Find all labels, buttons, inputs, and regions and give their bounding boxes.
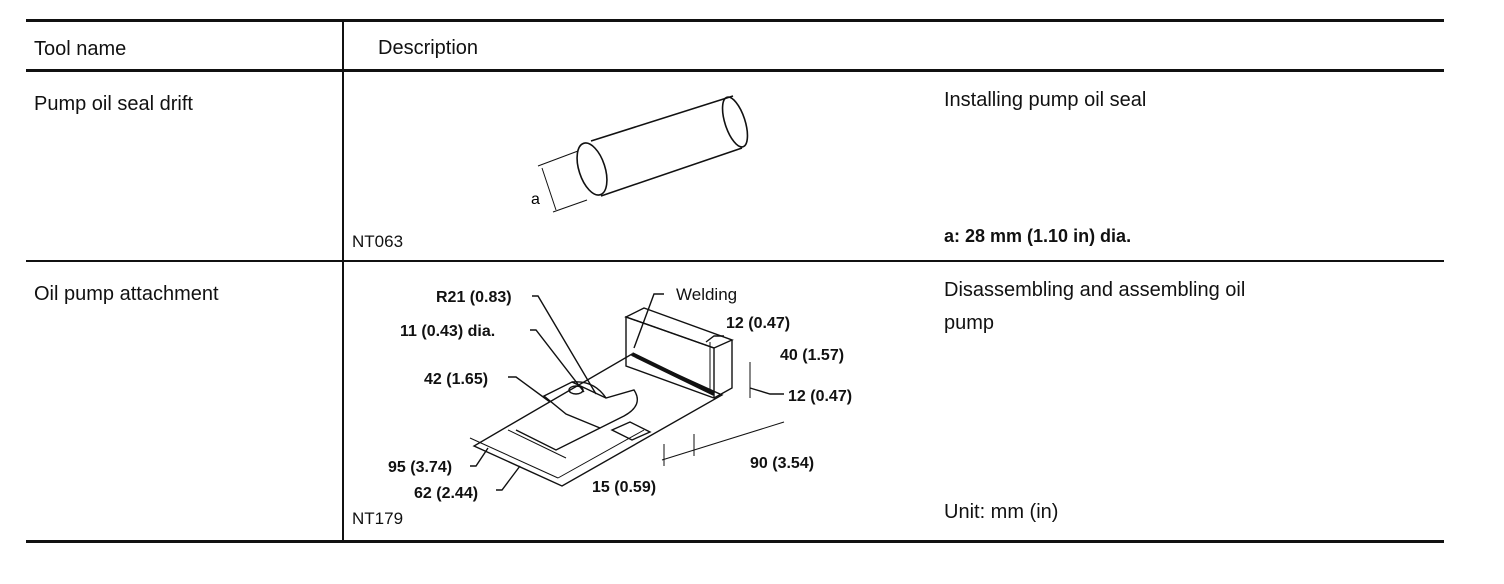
row2-use-line2: pump xyxy=(944,312,995,334)
row-divider xyxy=(26,260,1444,262)
row2-figure-code: NT179 xyxy=(352,509,404,528)
table-bottom-rule xyxy=(26,540,1444,543)
column-divider xyxy=(342,22,344,541)
label-welding: Welding xyxy=(676,285,737,304)
row1-tool-name: Pump oil seal drift xyxy=(34,93,193,115)
table-top-rule xyxy=(26,19,1444,22)
header-description: Description xyxy=(378,37,479,59)
row2-unit: Unit: mm (in) xyxy=(944,501,1059,523)
label-40: 40 (1.57) xyxy=(780,347,844,364)
label-hole-dia: 11 (0.43) dia. xyxy=(400,323,495,340)
label-12-top: 12 (0.47) xyxy=(726,315,790,332)
header-bottom-rule xyxy=(26,69,1444,72)
row1-use: Installing pump oil seal xyxy=(944,89,1147,111)
label-62: 62 (2.44) xyxy=(414,485,478,502)
row1-figure-code: NT063 xyxy=(352,232,404,251)
label-15: 15 (0.59) xyxy=(592,479,656,496)
label-90: 90 (3.54) xyxy=(750,455,814,472)
label-42: 42 (1.65) xyxy=(424,371,488,388)
row2-tool-name: Oil pump attachment xyxy=(34,283,219,305)
oil-pump-attachment-figure: R21 (0.83) 11 (0.43) dia. 42 (1.65) 95 (… xyxy=(388,285,852,502)
label-r21: R21 (0.83) xyxy=(436,289,512,306)
dimension-a-label: a xyxy=(531,191,540,208)
label-95: 95 (3.74) xyxy=(388,459,452,476)
header-tool-name: Tool name xyxy=(34,38,127,60)
row2-use-line1: Disassembling and assembling oil xyxy=(944,279,1246,301)
label-12-bottom: 12 (0.47) xyxy=(788,388,852,405)
pump-oil-seal-drift-figure: a xyxy=(531,95,749,213)
row1-spec: a: 28 mm (1.10 in) dia. xyxy=(944,226,1132,246)
